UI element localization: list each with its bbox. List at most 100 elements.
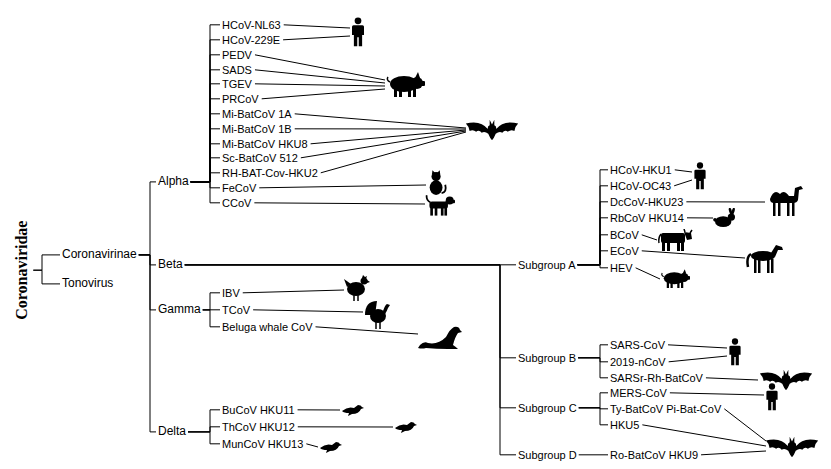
taxon-label: Beluga whale CoV — [222, 321, 313, 334]
taxon-label: SADS — [222, 64, 252, 77]
taxon-label: Sc-BatCoV 512 — [222, 152, 298, 165]
taxon-name: MunCoV HKU13 — [222, 438, 303, 451]
taxon-name: Ty-BatCoV Pi-Bat-CoV — [610, 403, 721, 416]
tree-branch — [33, 255, 60, 270]
tree-branch — [578, 345, 608, 358]
taxon-name: Subgroup C — [518, 402, 577, 415]
leader-line — [298, 409, 340, 410]
tree-branch — [139, 255, 156, 310]
taxon-label: PRCoV — [222, 93, 259, 106]
human-icon — [766, 383, 777, 410]
taxon-name: RH-BAT-Cov-HKU2 — [222, 167, 318, 180]
tree-branch — [33, 270, 60, 284]
taxon-label: Subgroup A — [518, 259, 576, 272]
taxon-label: MERS-CoV — [610, 387, 667, 400]
taxon-name: Ro-BatCoV HKU9 — [610, 449, 698, 462]
taxon-label: Alpha — [158, 175, 189, 189]
leader-line — [642, 251, 745, 258]
tree-branch — [191, 114, 220, 182]
leader-line — [686, 201, 765, 202]
taxon-label: Ro-BatCoV HKU9 — [610, 449, 698, 462]
pig-icon — [662, 269, 690, 288]
taxon-label: HCoV-HKU1 — [610, 164, 672, 177]
bat-icon — [766, 437, 818, 458]
taxon-name: Subgroup A — [518, 259, 576, 272]
leader-line — [301, 131, 466, 158]
taxon-name: Coronaviridae — [13, 221, 31, 320]
taxon-name: CCoV — [222, 197, 251, 210]
taxon-name: ECoV — [610, 245, 639, 258]
taxon-label: Subgroup B — [518, 352, 576, 365]
leader-line — [298, 426, 393, 427]
taxon-name: SARSr-Rh-BatCoV — [610, 372, 703, 385]
taxon-name: HCoV-NL63 — [222, 19, 281, 32]
taxon-label: HCoV-229E — [222, 34, 280, 47]
taxon-name: HCoV-OC43 — [610, 180, 671, 193]
leader-line — [724, 409, 766, 441]
leader-line — [670, 393, 764, 395]
taxon-name: Mi-BatCoV 1B — [222, 123, 292, 136]
bat-icon — [760, 370, 812, 391]
cat-icon — [430, 170, 446, 195]
tree-branch — [191, 182, 220, 188]
taxon-label: HCoV-OC43 — [610, 180, 671, 193]
leader-line — [295, 114, 466, 128]
taxon-label: 2019-nCoV — [610, 356, 666, 369]
taxon-name: IBV — [222, 287, 240, 300]
tree-branch — [191, 144, 220, 182]
leader-line — [675, 170, 692, 172]
leader-line — [669, 356, 727, 362]
taxon-label: MunCoV HKU13 — [222, 438, 303, 451]
taxon-name: Mi-BatCoV HKU8 — [222, 138, 308, 151]
taxon-name: DcCoV-HKU23 — [610, 196, 683, 209]
turkey-icon — [365, 301, 390, 329]
leader-line — [243, 290, 344, 293]
tree-branch — [188, 410, 220, 432]
leader-line — [706, 378, 758, 380]
taxon-name: Alpha — [158, 175, 189, 189]
leader-line — [321, 132, 466, 173]
dog-icon — [427, 195, 455, 215]
tree-branch — [578, 170, 609, 265]
tree-branch — [579, 408, 608, 425]
taxon-name: Subgroup B — [518, 352, 576, 365]
leader-line — [306, 444, 318, 447]
pig-icon — [387, 72, 425, 97]
leader-line — [284, 25, 350, 28]
tree-branch — [578, 186, 609, 265]
taxon-name: PEDV — [222, 49, 252, 62]
taxon-name: ThCoV HKU12 — [222, 421, 295, 434]
tree-branch — [578, 235, 609, 265]
taxon-label: HEV — [610, 262, 633, 275]
leader-line — [642, 425, 766, 446]
family-label: Coronaviridae — [13, 221, 31, 320]
taxon-label: TCoV — [222, 304, 250, 317]
taxon-name: Beta — [158, 258, 183, 272]
leader-line — [259, 185, 426, 188]
taxon-label: TGEV — [222, 78, 252, 91]
taxon-label: Mi-BatCoV 1B — [222, 123, 292, 136]
tree-branch — [578, 358, 608, 362]
taxon-name: Beluga whale CoV — [222, 321, 313, 334]
horse-icon — [747, 245, 783, 273]
taxon-label: SARSr-Rh-BatCoV — [610, 372, 703, 385]
bat-icon — [466, 120, 518, 141]
leader-line — [687, 217, 713, 218]
taxon-name: PRCoV — [222, 93, 259, 106]
taxon-label: Coronavirinae — [62, 248, 137, 262]
taxon-name: Tonovirus — [62, 277, 113, 291]
taxon-label: RH-BAT-Cov-HKU2 — [222, 167, 318, 180]
tree-branch — [139, 255, 156, 265]
taxon-name: SADS — [222, 64, 252, 77]
taxon-label: ECoV — [610, 245, 639, 258]
tree-branch — [579, 454, 608, 455]
tree-branch — [185, 265, 516, 455]
tree-branch — [191, 182, 220, 203]
human-icon — [694, 162, 705, 189]
rabbit-icon — [713, 207, 735, 227]
tree-branch — [191, 40, 220, 182]
tree-branch — [578, 358, 608, 378]
bird-icon — [342, 405, 364, 416]
